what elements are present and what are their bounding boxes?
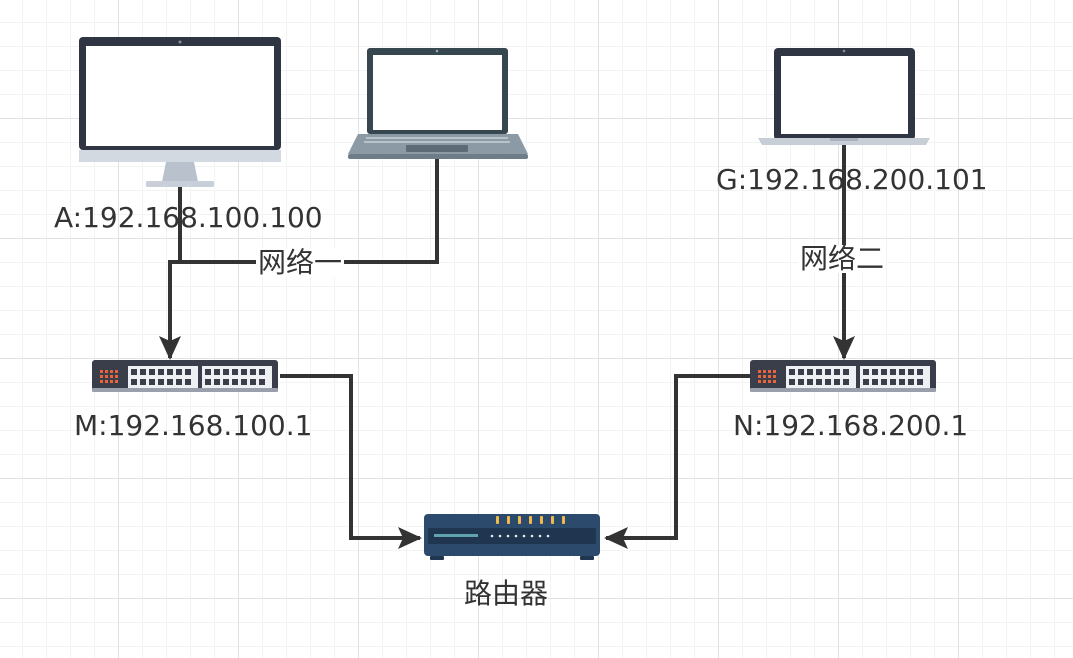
router-icon[interactable]	[424, 514, 600, 560]
network-one-label: 网络一	[256, 246, 345, 279]
laptop-icon[interactable]	[348, 48, 528, 159]
edge-switch-m-to-router	[280, 374, 422, 549]
network-two-label: 网络二	[798, 242, 887, 275]
network-switch-icon[interactable]	[92, 360, 278, 392]
host-a-label: A:192.168.100.100	[54, 201, 323, 234]
laptop-icon[interactable]	[758, 48, 930, 145]
desktop-monitor-icon[interactable]	[79, 37, 281, 187]
switch-n-label: N:192.168.200.1	[733, 409, 969, 442]
network-switch-icon[interactable]	[750, 360, 936, 392]
edge-switch-n-to-router	[604, 374, 750, 549]
edge-desktop-to-switch-m	[159, 180, 182, 360]
router-label: 路由器	[464, 577, 549, 610]
switch-m-label: M:192.168.100.1	[74, 409, 313, 442]
host-g-label: G:192.168.200.101	[716, 163, 988, 196]
